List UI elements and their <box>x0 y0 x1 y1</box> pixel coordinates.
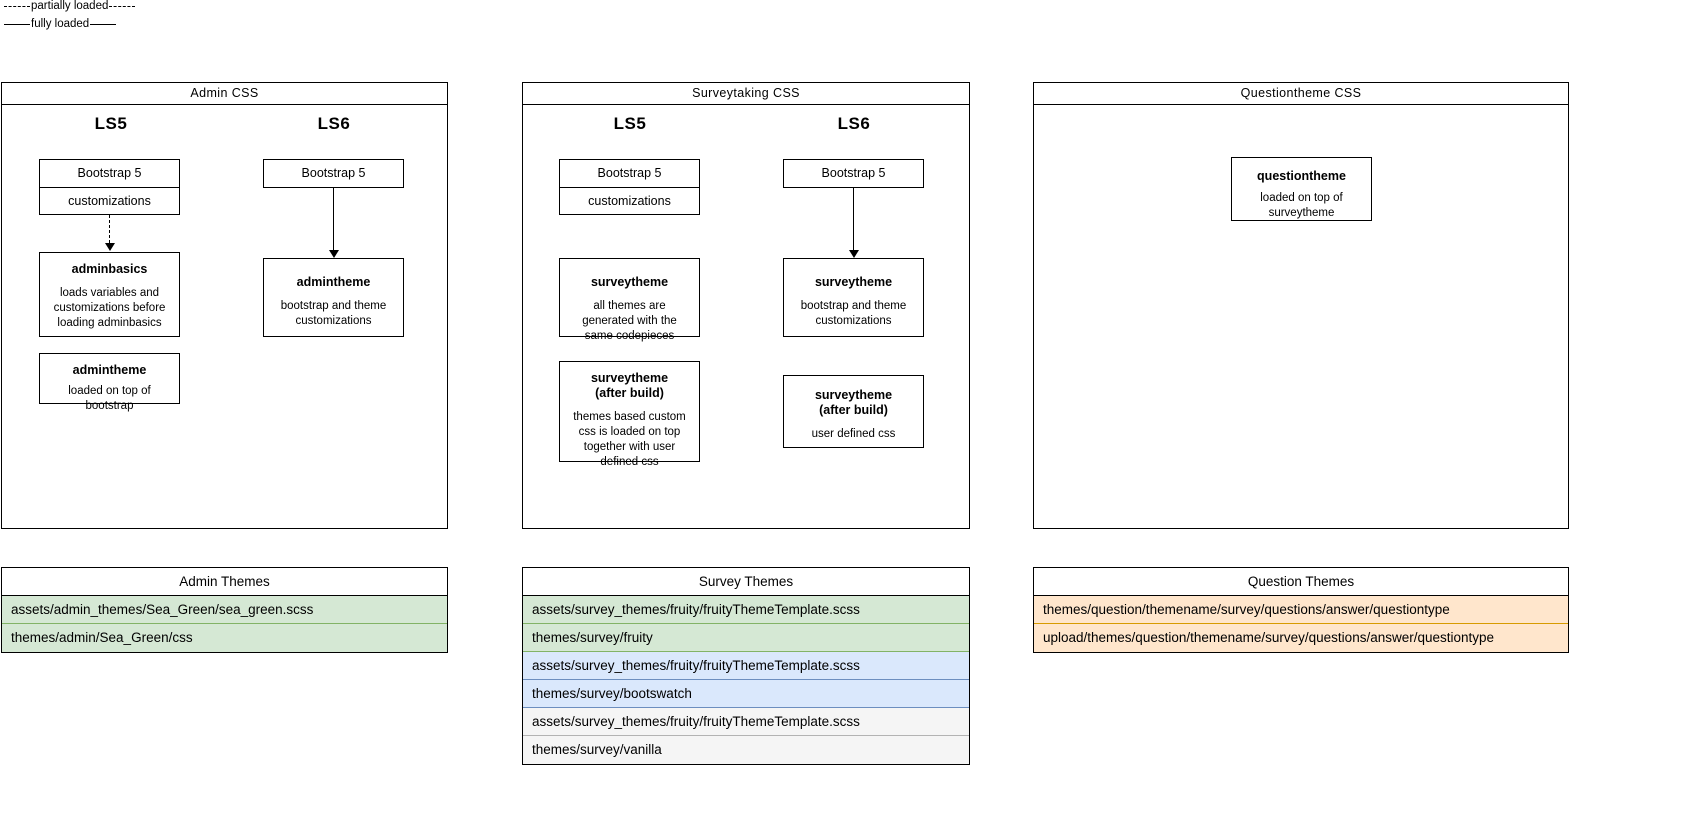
table-row[interactable]: themes/admin/Sea_Green/css <box>2 624 447 652</box>
table-row[interactable]: assets/survey_themes/fruity/fruityThemeT… <box>523 596 969 624</box>
table-question-themes-title: Question Themes <box>1034 568 1568 596</box>
node-segment-customizations: customizations <box>68 194 151 208</box>
legend-partially-loaded: partially loaded <box>4 0 136 12</box>
node-surveytheme-ls6-after-build-title: surveytheme <box>814 388 893 402</box>
node-surveytheme-ls5-after-build: surveytheme (after build) themes based c… <box>559 361 700 468</box>
node-surveytheme-ls6-title: surveytheme <box>814 275 893 289</box>
node-surveytheme-ls6: surveytheme bootstrap and theme customiz… <box>783 258 924 337</box>
table-row[interactable]: assets/survey_themes/fruity/fruityThemeT… <box>523 652 969 680</box>
node-surveytheme-ls6-after-build: surveytheme (after build) user defined c… <box>783 375 924 448</box>
node-surveytheme-ls5-after-build-desc: themes based custom css is loaded on top… <box>573 411 686 468</box>
node-segment-bootstrap5: Bootstrap 5 <box>560 160 699 188</box>
column-label-ls6: LS6 <box>317 114 351 133</box>
table-row[interactable]: themes/question/themename/survey/questio… <box>1034 596 1568 624</box>
table-survey-themes: Survey Themes assets/survey_themes/fruit… <box>522 567 970 765</box>
node-questiontheme-title: questiontheme <box>1257 169 1346 183</box>
panel-questiontheme-css-title: Questiontheme CSS <box>1034 83 1568 105</box>
table-admin-themes: Admin Themes assets/admin_themes/Sea_Gre… <box>1 567 448 653</box>
column-label-ls5: LS5 <box>94 114 128 133</box>
panel-admin-css-title: Admin CSS <box>2 83 447 105</box>
column-label-ls5: LS5 <box>613 114 647 133</box>
legend: partially loaded fully loaded <box>4 0 324 40</box>
column-label-ls6: LS6 <box>837 114 871 133</box>
node-surveytheme-ls5: surveytheme all themes are generated wit… <box>559 258 700 342</box>
table-row[interactable]: themes/survey/fruity <box>523 624 969 652</box>
panel-surveytaking-css: Surveytaking CSS LS5 LS6 Bootstrap 5 cus… <box>522 82 970 529</box>
table-survey-themes-title: Survey Themes <box>523 568 969 596</box>
dashed-line-icon <box>4 5 30 7</box>
solid-line-icon <box>4 23 30 25</box>
legend-fully-loaded: fully loaded <box>4 18 117 30</box>
node-adminbasics-title: adminbasics <box>71 262 148 276</box>
table-row[interactable]: themes/survey/bootswatch <box>523 680 969 708</box>
legend-partially-loaded-label: partially loaded <box>31 0 109 12</box>
panel-surveytaking-css-title: Surveytaking CSS <box>523 83 969 105</box>
panel-questiontheme-css: Questiontheme CSS questiontheme loaded o… <box>1033 82 1569 529</box>
legend-fully-loaded-label: fully loaded <box>31 18 90 30</box>
node-segment-bootstrap5: Bootstrap 5 <box>821 166 886 180</box>
table-question-themes: Question Themes themes/question/themenam… <box>1033 567 1569 653</box>
node-surveytheme-ls5-desc: all themes are generated with the same c… <box>582 300 677 342</box>
node-admin-ls5-bootstrap-stack: Bootstrap 5 customizations <box>39 159 180 215</box>
table-row[interactable]: assets/survey_themes/fruity/fruityThemeT… <box>523 708 969 736</box>
node-surveytheme-ls6-after-build-subtitle: (after build) <box>819 403 888 417</box>
node-survey-ls5-bootstrap-stack: Bootstrap 5 customizations <box>559 159 700 215</box>
node-adminbasics-desc: loads variables and customizations befor… <box>53 287 166 329</box>
panel-admin-css: Admin CSS LS5 LS6 Bootstrap 5 customizat… <box>1 82 448 529</box>
node-adminbasics: adminbasics loads variables and customiz… <box>39 252 180 337</box>
node-admintheme-ls5-desc: loaded on top of bootstrap <box>68 385 151 412</box>
node-questiontheme-desc: loaded on top of surveytheme <box>1260 192 1343 219</box>
table-row[interactable]: upload/themes/question/themename/survey/… <box>1034 624 1568 652</box>
node-segment-customizations: customizations <box>588 194 671 208</box>
node-admintheme-ls6-title: admintheme <box>296 275 371 289</box>
dashed-line-icon <box>109 5 136 7</box>
node-admintheme-ls6-desc: bootstrap and theme customizations <box>280 300 387 327</box>
node-admintheme-ls5-title: admintheme <box>72 363 147 377</box>
node-surveytheme-ls5-after-build-title: surveytheme <box>590 371 669 385</box>
node-survey-ls6-bootstrap-stack: Bootstrap 5 <box>783 159 924 188</box>
table-row[interactable]: themes/survey/vanilla <box>523 736 969 764</box>
node-segment-bootstrap5: Bootstrap 5 <box>40 160 179 188</box>
node-admintheme-ls5: admintheme loaded on top of bootstrap <box>39 353 180 412</box>
table-admin-themes-title: Admin Themes <box>2 568 447 596</box>
node-admintheme-ls6: admintheme bootstrap and theme customiza… <box>263 258 404 337</box>
solid-line-icon <box>90 23 117 25</box>
node-admin-ls6-bootstrap-stack: Bootstrap 5 <box>263 159 404 188</box>
node-surveytheme-ls6-desc: bootstrap and theme customizations <box>800 300 907 327</box>
node-questiontheme: questiontheme loaded on top of surveythe… <box>1231 157 1372 221</box>
node-surveytheme-ls5-title: surveytheme <box>590 275 669 289</box>
node-surveytheme-ls6-after-build-desc: user defined css <box>811 428 896 440</box>
table-row[interactable]: assets/admin_themes/Sea_Green/sea_green.… <box>2 596 447 624</box>
node-surveytheme-ls5-after-build-subtitle: (after build) <box>595 386 664 400</box>
node-segment-bootstrap5: Bootstrap 5 <box>301 166 366 180</box>
